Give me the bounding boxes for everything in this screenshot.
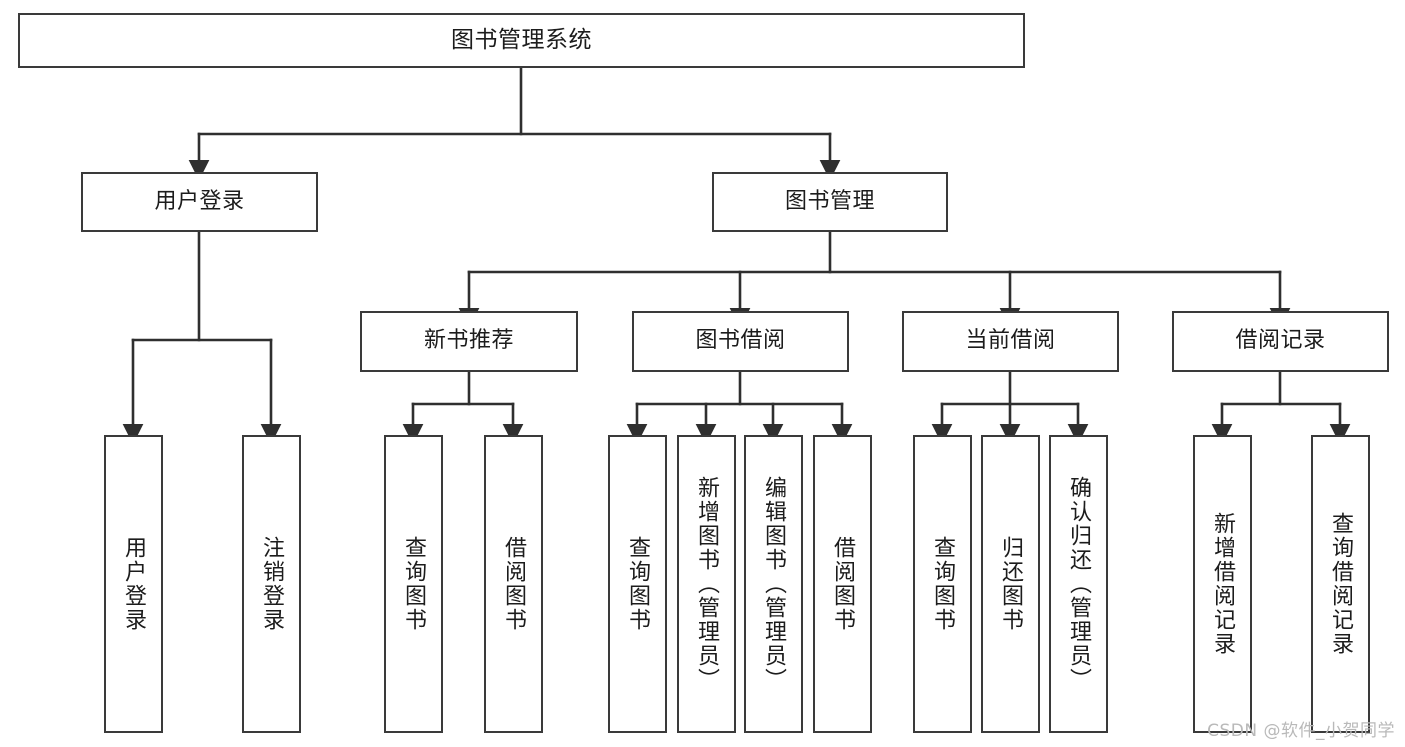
node-leaf-confirm-return-label: 确认归还（管理员） <box>1066 476 1092 692</box>
node-leaf-query-book-2-label: 查询图书 <box>625 536 651 632</box>
node-new-book-rec-label: 新书推荐 <box>423 328 514 354</box>
node-leaf-add-book-label: 新增图书（管理员） <box>694 476 720 692</box>
node-borrow-record-label: 借阅记录 <box>1235 328 1326 354</box>
node-leaf-return-book-label: 归还图书 <box>998 536 1024 632</box>
node-book-manage[interactable]: 图书管理 <box>712 172 948 232</box>
node-leaf-query-record[interactable]: 查询借阅记录 <box>1311 435 1370 733</box>
node-leaf-confirm-return[interactable]: 确认归还（管理员） <box>1049 435 1108 733</box>
node-leaf-borrow-book-2-label: 借阅图书 <box>830 536 856 632</box>
node-user-login[interactable]: 用户登录 <box>81 172 318 232</box>
node-borrow-record[interactable]: 借阅记录 <box>1172 311 1389 372</box>
node-current-borrow-label: 当前借阅 <box>965 328 1056 354</box>
node-leaf-query-book-3[interactable]: 查询图书 <box>913 435 972 733</box>
node-leaf-query-book-3-label: 查询图书 <box>930 536 956 632</box>
node-book-borrow-label: 图书借阅 <box>695 328 786 354</box>
node-leaf-query-record-label: 查询借阅记录 <box>1328 512 1354 656</box>
node-leaf-query-book-1-label: 查询图书 <box>401 536 427 632</box>
node-leaf-add-book[interactable]: 新增图书（管理员） <box>677 435 736 733</box>
node-leaf-query-book-1[interactable]: 查询图书 <box>384 435 443 733</box>
watermark-text: CSDN @软件_小贺同学 <box>1207 721 1395 741</box>
node-book-manage-label: 图书管理 <box>784 188 875 214</box>
node-leaf-return-book[interactable]: 归还图书 <box>981 435 1040 733</box>
node-user-login-label: 用户登录 <box>154 188 245 214</box>
node-book-borrow[interactable]: 图书借阅 <box>632 311 849 372</box>
node-leaf-edit-book-label: 编辑图书（管理员） <box>761 476 787 692</box>
node-new-book-rec[interactable]: 新书推荐 <box>360 311 578 372</box>
node-leaf-add-record[interactable]: 新增借阅记录 <box>1193 435 1252 733</box>
node-current-borrow[interactable]: 当前借阅 <box>902 311 1119 372</box>
node-root[interactable]: 图书管理系统 <box>18 13 1025 68</box>
node-leaf-edit-book[interactable]: 编辑图书（管理员） <box>744 435 803 733</box>
node-leaf-user-logout-label: 注销登录 <box>259 536 285 632</box>
node-leaf-borrow-book-1[interactable]: 借阅图书 <box>484 435 543 733</box>
node-leaf-add-record-label: 新增借阅记录 <box>1210 512 1236 656</box>
node-leaf-user-login-label: 用户登录 <box>121 536 147 632</box>
node-leaf-query-book-2[interactable]: 查询图书 <box>608 435 667 733</box>
node-root-label: 图书管理系统 <box>451 26 592 53</box>
node-leaf-borrow-book-1-label: 借阅图书 <box>501 536 527 632</box>
node-leaf-user-login[interactable]: 用户登录 <box>104 435 163 733</box>
node-leaf-borrow-book-2[interactable]: 借阅图书 <box>813 435 872 733</box>
node-leaf-user-logout[interactable]: 注销登录 <box>242 435 301 733</box>
